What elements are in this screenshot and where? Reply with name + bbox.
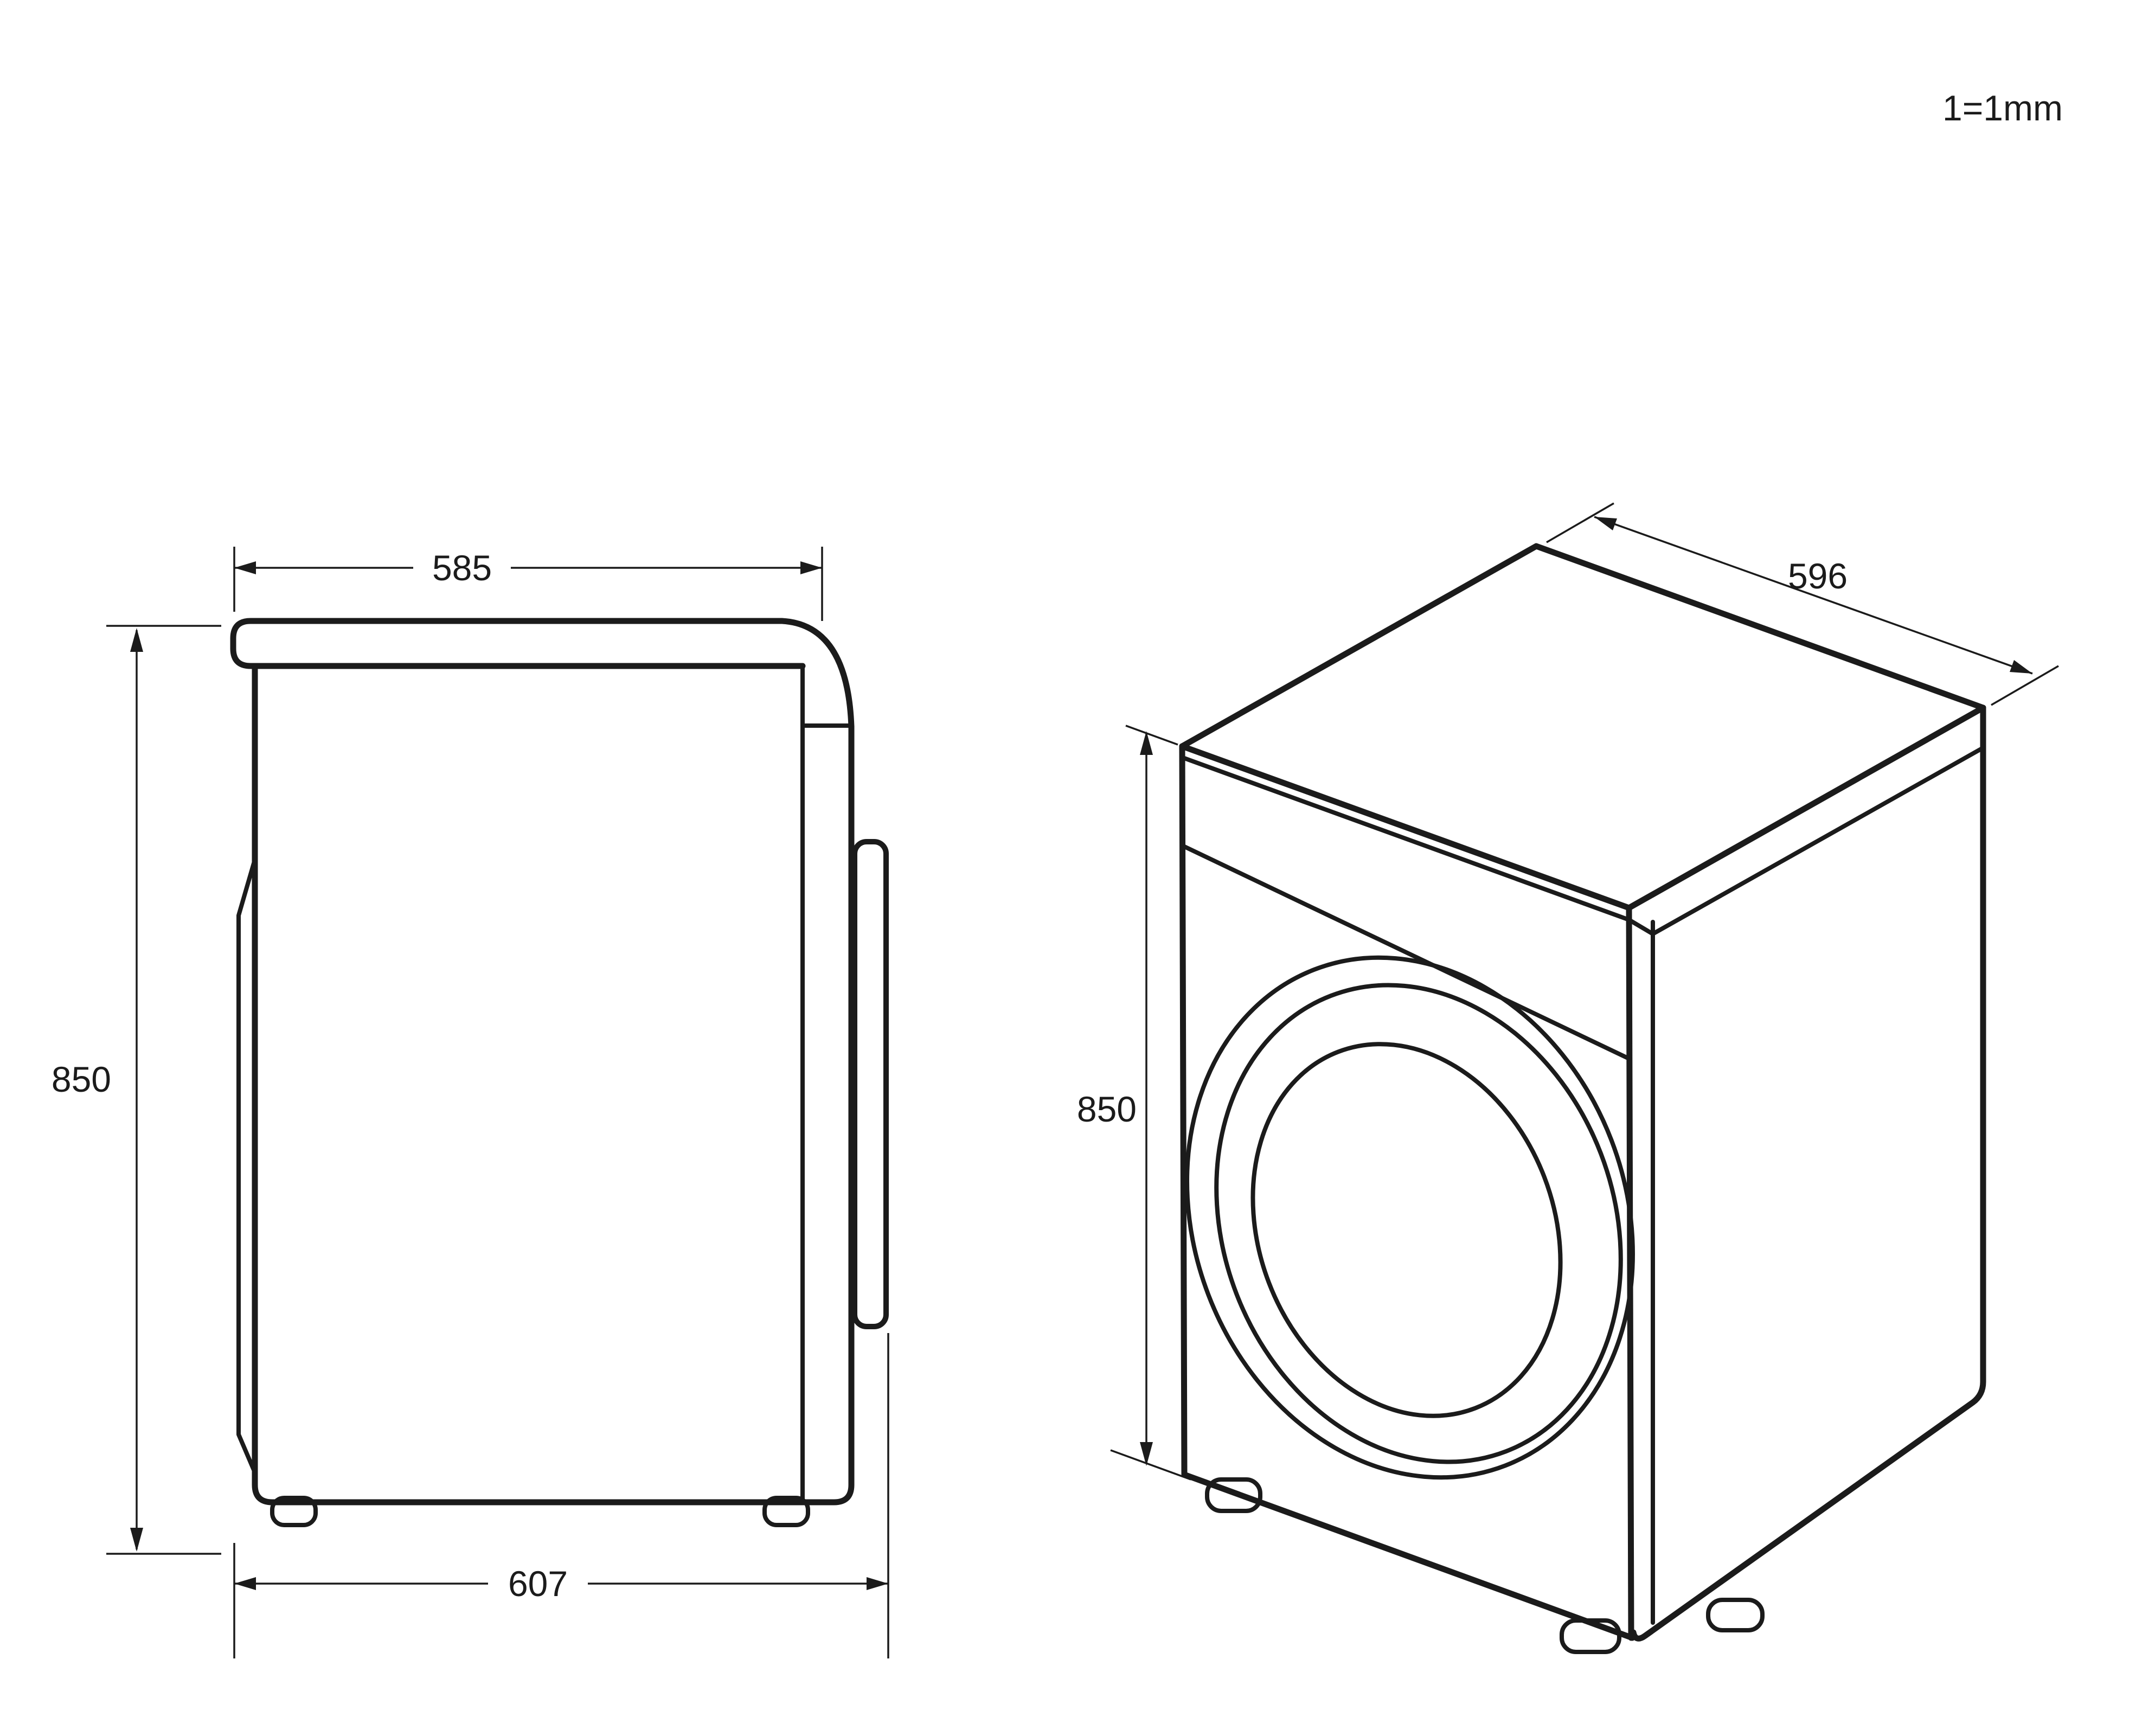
- door-glass-ring: [1250, 1042, 1563, 1418]
- dim-585-label: 585: [432, 548, 492, 588]
- iso-door: [1185, 955, 1635, 1480]
- iso-control-panel-line: [1181, 844, 1631, 1061]
- iso-lid-band-front: [1182, 756, 1655, 936]
- dim-585-arrow-left: [234, 561, 256, 574]
- dim-850-iso-extension-top: [1125, 725, 1178, 746]
- dim-607-arrow-left: [234, 1577, 256, 1590]
- dim-850-iso-label: 850: [1077, 1089, 1137, 1129]
- door-side-profile: [852, 839, 889, 1329]
- dim-850-iso-arrow-top: [1140, 731, 1153, 755]
- dim-596-line: [1594, 516, 2033, 675]
- dim-607-label: 607: [508, 1564, 568, 1604]
- dim-596-arrow-right: [2010, 660, 2032, 674]
- dim-596-arrow-left: [1594, 517, 1617, 530]
- iso-lid-band-side: [1651, 746, 1984, 936]
- iso-top-face-front-edge: [1179, 743, 1632, 911]
- dim-850-side-arrow-bottom: [130, 1528, 143, 1552]
- door-outer-ring: [1185, 955, 1635, 1480]
- dimension-850-side: 850: [52, 625, 221, 1555]
- dim-850-iso-arrow-bottom: [1140, 1442, 1153, 1466]
- isometric-view: 850 596: [1077, 502, 2059, 1654]
- iso-rear-right-foot: [1706, 1598, 1765, 1632]
- door-middle-ring: [1214, 983, 1623, 1464]
- body-outline: [252, 663, 855, 1506]
- dim-850-side-arrow-top: [130, 628, 143, 652]
- dimension-607: 607: [233, 1333, 889, 1658]
- dim-596-extension-right: [1991, 665, 2059, 706]
- dim-596-label: 596: [1788, 556, 1848, 596]
- rear-panel-bulge: [236, 857, 257, 1475]
- dimension-850-iso: 850: [1077, 725, 1191, 1481]
- dim-850-side-label: 850: [52, 1059, 111, 1099]
- lid-outline: [230, 618, 855, 730]
- dim-607-arrow-right: [867, 1577, 888, 1590]
- dim-585-arrow-right: [800, 561, 822, 574]
- dimension-585: 585: [233, 547, 823, 621]
- dim-596-extension-left: [1546, 502, 1614, 543]
- dim-850-iso-extension-bottom: [1110, 1449, 1191, 1481]
- scale-note: 1=1mm: [1942, 88, 2063, 128]
- iso-cabinet-silhouette: [1179, 543, 1986, 1642]
- iso-top-face-right-edge: [1626, 704, 1986, 911]
- side-view: 585 850 607: [52, 547, 889, 1658]
- dimension-596: 596: [1546, 502, 2059, 706]
